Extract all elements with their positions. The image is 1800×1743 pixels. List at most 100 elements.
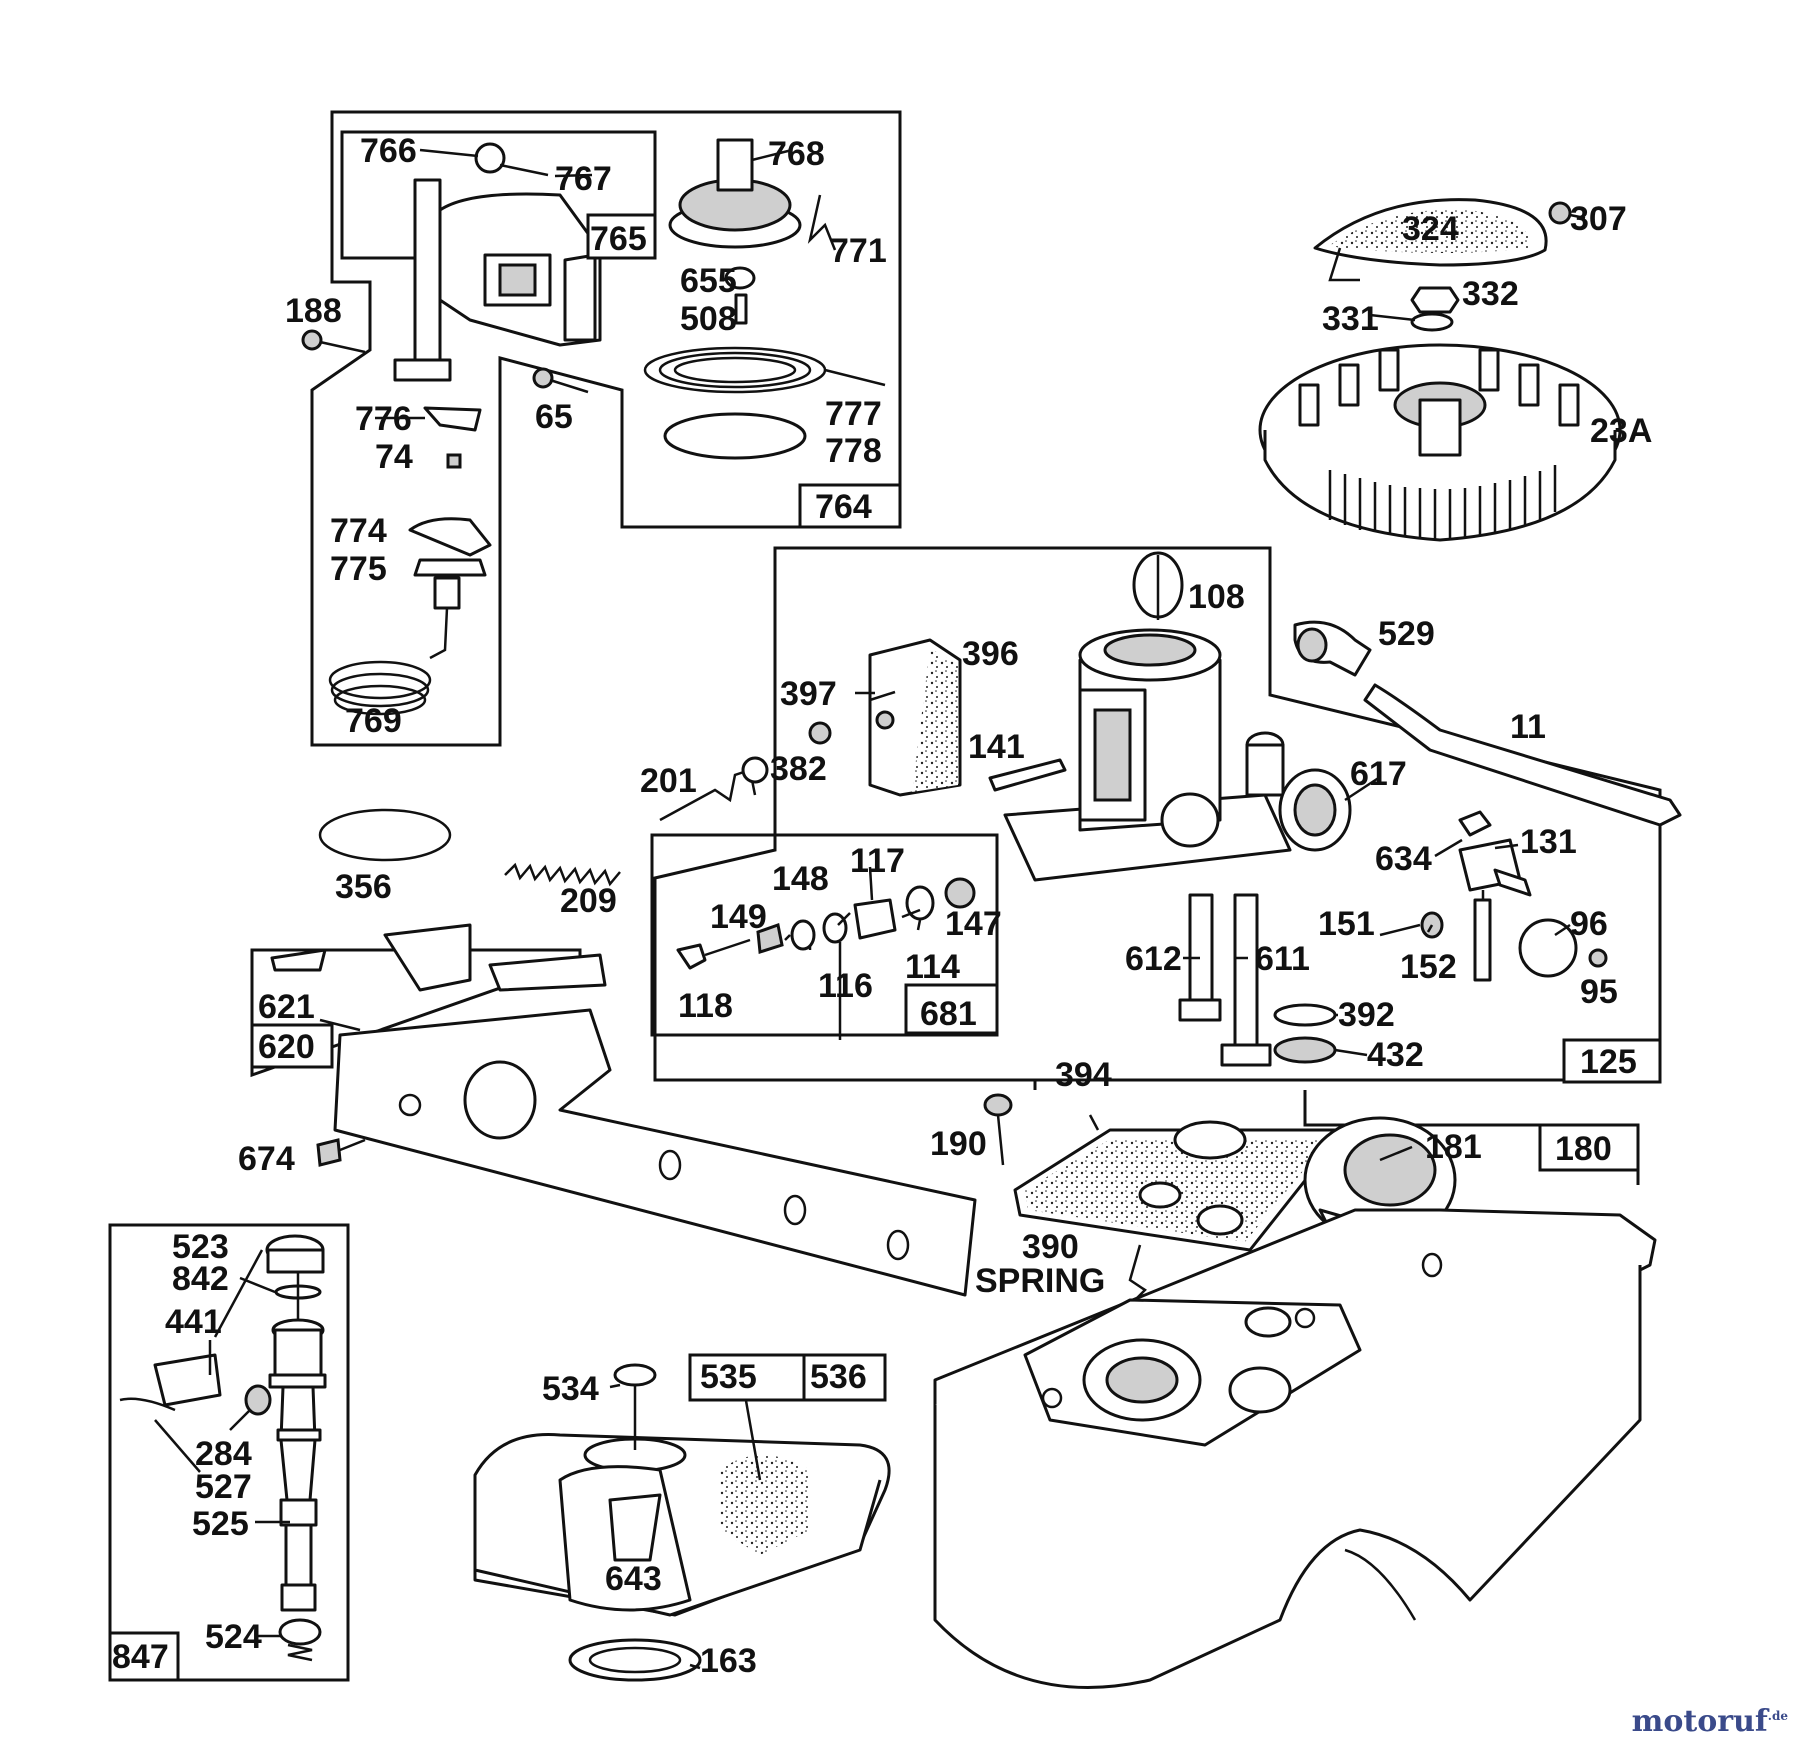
box-847 (108, 1631, 180, 1682)
part-label-524: 524 (205, 1618, 262, 1656)
seal-432 (1273, 1036, 1337, 1064)
fuel-tank-group (933, 1090, 1657, 1689)
box-765 (586, 213, 657, 260)
part-label-394: 394 (1055, 1056, 1112, 1094)
part-label-188: 188 (285, 292, 342, 330)
air-cleaner-group (473, 1353, 891, 1682)
part-label-180: 180 (1555, 1130, 1612, 1168)
part-label-525: 525 (192, 1505, 249, 1543)
screw-382 (808, 721, 832, 745)
part-label-842: 842 (172, 1260, 229, 1298)
part-label-774: 774 (330, 512, 387, 550)
pulley-767 (474, 142, 549, 177)
part-label-181: 181 (1425, 1128, 1482, 1166)
part-label-141: 141 (968, 728, 1025, 766)
starter-rope-769 (328, 660, 432, 716)
part-label-65: 65 (535, 398, 573, 436)
part-label-775: 775 (330, 550, 387, 588)
gasket-163 (568, 1638, 702, 1682)
part-label-765: 765 (590, 220, 647, 258)
part-label-769: 769 (345, 702, 402, 740)
plug-524 (278, 1618, 322, 1662)
link-201 (659, 756, 769, 822)
fuel-pipe-11 (1363, 683, 1682, 827)
part-label-190: 190 (930, 1125, 987, 1163)
part-label-147: 147 (945, 905, 1002, 943)
spring-209 (504, 862, 621, 887)
part-label-131: 131 (1520, 823, 1577, 861)
watermark-logo: motoruf.de (1632, 1704, 1788, 1739)
part-label-766: 766 (360, 132, 417, 170)
screw-534 (613, 1363, 657, 1450)
part-label-535: 535 (700, 1358, 757, 1396)
part-label-397: 397 (780, 675, 837, 713)
bracket-group-620 (250, 923, 977, 1297)
rewind-spring-777 (643, 346, 886, 394)
part-label-74: 74 (375, 438, 413, 476)
part-label-284: 284 (195, 1435, 252, 1473)
handle-774 (408, 517, 492, 660)
part-label-523: 523 (172, 1228, 229, 1266)
spring-washer-655 (724, 266, 756, 325)
part-label-776: 776 (355, 400, 412, 438)
part-label-777: 777 (825, 395, 882, 433)
part-label-847: 847 (112, 1638, 169, 1676)
starter-housing (393, 178, 602, 382)
pawl-776 (423, 406, 482, 469)
part-label-527: 527 (195, 1468, 252, 1506)
part-label-307: 307 (1570, 200, 1627, 238)
elbow-529 (1293, 620, 1372, 677)
part-label-382: 382 (770, 750, 827, 788)
part-label-118: 118 (678, 987, 733, 1025)
part-label-23A: 23A (1590, 412, 1652, 450)
washer-331 (1410, 312, 1454, 332)
part-label-331: 331 (1322, 300, 1379, 338)
screw-188 (301, 329, 366, 354)
part-label-441: 441 (165, 1303, 222, 1341)
part-label-356: 356 (335, 868, 392, 906)
part-label-771: 771 (830, 232, 887, 270)
part-label-95: 95 (1580, 973, 1618, 1011)
dipstick-523 (265, 1234, 325, 1320)
part-label-149: 149 (710, 898, 767, 936)
carburetor-group-frame (653, 546, 1662, 1090)
part-label-spring: SPRING (975, 1262, 1105, 1300)
screw-65 (532, 367, 589, 394)
part-label-209: 209 (560, 882, 617, 920)
part-label-116: 116 (818, 967, 873, 1005)
part-label-620: 620 (258, 1028, 315, 1066)
part-label-117: 117 (850, 842, 905, 880)
part-label-617: 617 (1350, 755, 1407, 793)
leader-lines (154, 148, 1586, 1670)
part-label-611: 611 (1255, 940, 1310, 978)
control-bracket-620 (333, 923, 977, 1297)
gasket-394 (1013, 1120, 1347, 1252)
part-label-163: 163 (700, 1642, 757, 1680)
part-number-labels: 766 767 765 768 771 655 508 777 778 764 … (112, 132, 1652, 1680)
part-label-396: 396 (962, 635, 1019, 673)
part-label-148: 148 (772, 860, 829, 898)
part-label-674: 674 (238, 1140, 295, 1178)
part-label-764: 764 (815, 488, 872, 526)
part-label-11: 11 (1510, 708, 1546, 746)
part-label-125: 125 (1580, 1043, 1637, 1081)
nut-332 (1410, 286, 1460, 314)
watermark-brand: motoruf (1631, 1704, 1768, 1739)
part-label-390: 390 (1022, 1228, 1079, 1266)
box-125 (1562, 1038, 1662, 1084)
part-label-768: 768 (768, 135, 825, 173)
screw-190 (983, 1093, 1013, 1166)
part-label-108: 108 (1188, 578, 1245, 616)
clip-621 (270, 948, 327, 972)
part-label-536: 536 (810, 1358, 867, 1396)
dipstick-group-frame (108, 1223, 350, 1682)
dipstick-group (108, 1223, 350, 1682)
part-label-529: 529 (1378, 615, 1435, 653)
screw-307 (1548, 201, 1572, 225)
box-180 (1538, 1123, 1640, 1172)
gasket-392 (1273, 1003, 1337, 1027)
clip-441 (119, 1353, 272, 1416)
pin-141 (988, 758, 1067, 792)
